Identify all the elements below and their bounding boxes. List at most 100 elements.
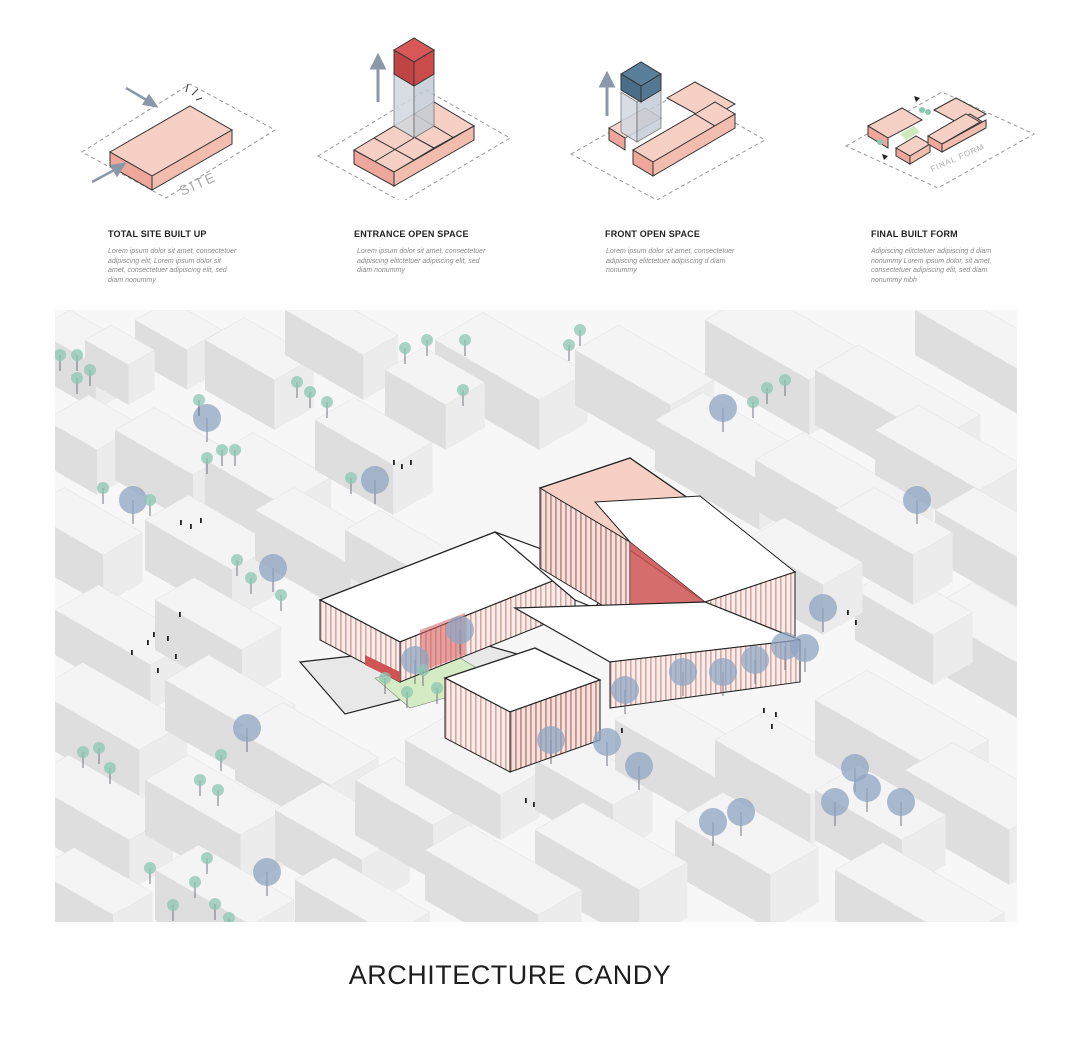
- tree-icon: [71, 372, 83, 394]
- step-title-final-built-form: FINAL BUILT FORM: [871, 229, 958, 239]
- person-icon: [157, 668, 159, 673]
- tree-icon: [574, 324, 586, 346]
- tree-icon: [189, 876, 201, 898]
- tree-icon: [741, 646, 769, 684]
- diagram-front-open-space: [569, 61, 767, 200]
- tree-icon: [361, 466, 389, 504]
- arrow-icon: [91, 86, 159, 184]
- context-building: [84, 324, 156, 405]
- tree-icon: [593, 728, 621, 766]
- tree-icon: [193, 394, 205, 416]
- context-building: [834, 487, 953, 605]
- tree-icon: [809, 594, 837, 632]
- tree-icon: [345, 472, 357, 494]
- person-icon: [525, 798, 527, 803]
- tree-icon: [104, 762, 116, 784]
- tree-icon: [77, 746, 89, 768]
- tree-icon: [887, 788, 915, 826]
- person-icon: [167, 636, 169, 641]
- person-icon: [190, 524, 192, 529]
- tree-icon: [193, 404, 221, 442]
- tree-icon: [209, 898, 221, 920]
- axonometric-site-map: [55, 310, 1017, 922]
- tree-icon: [119, 486, 147, 524]
- person-icon: [410, 460, 412, 465]
- step-desc-final-built-form: Adipiscing elitctetuer adipiscing d diam…: [871, 248, 992, 284]
- step-desc-front-open-space: Lorem ipsum dolor sit amet, consectetuer…: [606, 248, 735, 274]
- tree-icon: [201, 452, 213, 474]
- tree-icon: [84, 364, 96, 386]
- tree-icon: [379, 672, 391, 694]
- person-icon: [763, 708, 765, 713]
- tree-icon: [563, 339, 575, 361]
- tree-icon: [791, 634, 819, 672]
- tree-icon: [245, 572, 257, 594]
- context-building: [904, 742, 1017, 885]
- tree-icon: [747, 396, 759, 418]
- tree-icon: [321, 396, 333, 418]
- site-boundary: [844, 91, 1036, 189]
- step-title-entrance-open-space: ENTRANCE OPEN SPACE: [354, 229, 469, 239]
- tree-icon: [709, 658, 737, 696]
- context-building: [914, 310, 1017, 414]
- tree-icon: [93, 742, 105, 764]
- tree-icon: [457, 384, 469, 406]
- context-building: [55, 847, 153, 922]
- person-icon: [175, 654, 177, 659]
- tree-icon: [537, 726, 565, 764]
- site-boundary: [317, 89, 511, 200]
- person-icon: [153, 632, 155, 637]
- context-building: [834, 842, 1006, 922]
- context-building: [294, 857, 431, 922]
- tree-icon: [401, 686, 413, 708]
- tree-icon: [215, 749, 227, 771]
- person-icon: [180, 520, 182, 525]
- tree-icon: [194, 774, 206, 796]
- tree-icon: [291, 376, 303, 398]
- context-building: [424, 824, 583, 922]
- tree-icon: [669, 658, 697, 696]
- person-icon: [775, 712, 777, 717]
- tree-icon: [625, 752, 653, 790]
- arrow-up-icon: [598, 70, 616, 116]
- person-icon: [131, 650, 133, 655]
- tree-icon: [97, 482, 109, 504]
- person-icon: [200, 518, 202, 523]
- people: [131, 460, 857, 807]
- site-label: SITE: [177, 168, 219, 199]
- tree-icon: [259, 554, 287, 592]
- tree-icon: [903, 486, 931, 524]
- tree-icon: [212, 784, 224, 806]
- diagram-entrance-open-space: [317, 37, 511, 200]
- tree-icon: [877, 107, 931, 145]
- tree-icon: [223, 912, 235, 922]
- context-building: [934, 487, 1017, 608]
- tree-icon: [727, 798, 755, 836]
- diagram-final-built-form: FINAL FORM: [844, 91, 1036, 189]
- tree-icon: [399, 342, 411, 364]
- tree-icon: [431, 682, 443, 704]
- context-building: [55, 487, 143, 605]
- tree-icon: [55, 349, 66, 371]
- person-icon: [147, 640, 149, 645]
- person-icon: [393, 460, 395, 465]
- tree-icon: [144, 494, 156, 516]
- tree-icon: [699, 808, 727, 846]
- tree-icon: [167, 899, 179, 921]
- context-building: [204, 317, 315, 430]
- tree-icon: [821, 788, 849, 826]
- step-title-total-site: TOTAL SITE BUILT UP: [108, 229, 207, 239]
- tree-icon: [446, 616, 474, 654]
- tree-icon: [231, 554, 243, 576]
- tree-icon: [761, 382, 773, 404]
- tree-icon: [853, 774, 881, 812]
- tree-icon: [253, 858, 281, 896]
- tree-icon: [71, 349, 83, 371]
- tree-icon: [779, 374, 791, 396]
- tree-icon: [233, 714, 261, 752]
- tree-icon: [216, 444, 228, 466]
- tree-icon: [417, 664, 429, 686]
- tree-icon: [304, 386, 316, 408]
- diagram-total-site: SITE: [81, 83, 276, 199]
- tree-icon: [611, 676, 639, 714]
